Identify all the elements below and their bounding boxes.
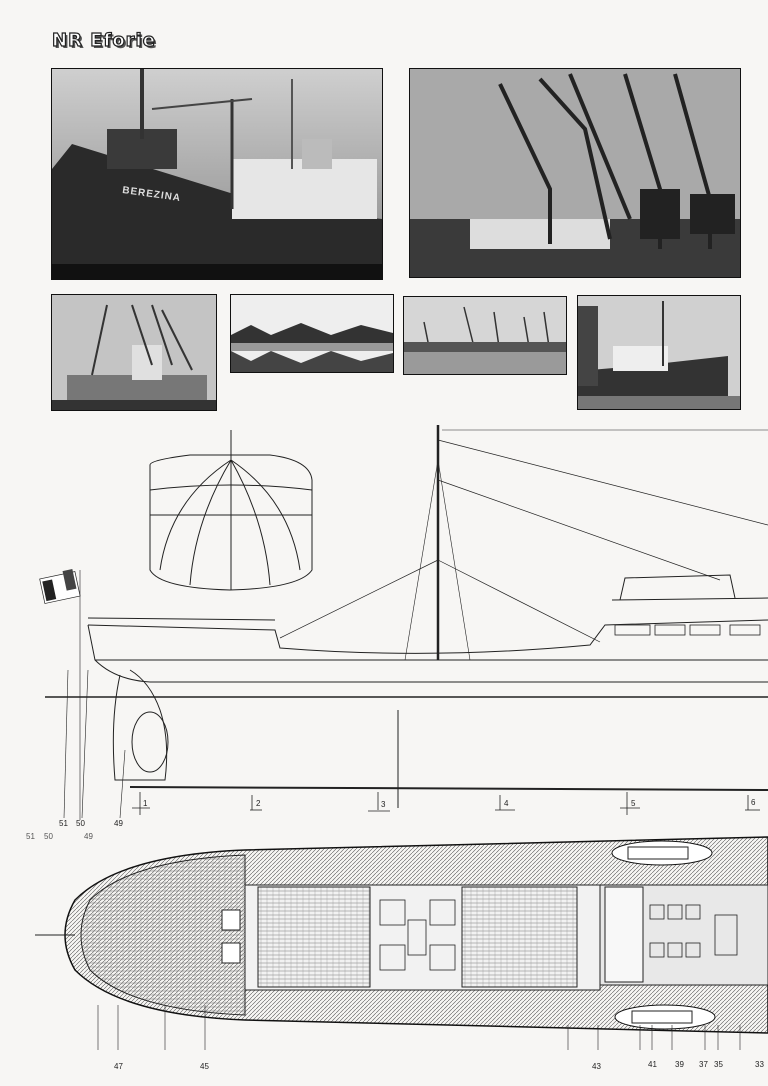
frame-label: 51 — [59, 819, 68, 828]
flag-icon — [39, 569, 81, 604]
station-label: 6 — [751, 798, 756, 807]
station-label: 1 — [143, 799, 148, 808]
frame-label: 47 — [114, 1062, 123, 1071]
frame-label: 33 — [755, 1060, 764, 1069]
station-label: 3 — [381, 800, 386, 809]
frame-label: 45 — [200, 1062, 209, 1071]
ship-deck-plan — [35, 836, 768, 1050]
frame-label: 41 — [648, 1060, 657, 1069]
lifeboat — [614, 1004, 716, 1030]
frame-label: 43 — [592, 1062, 601, 1071]
frame-label: 50 — [44, 832, 53, 841]
photo-cranes-port — [409, 68, 741, 278]
station-label: 2 — [256, 799, 261, 808]
lifeboat — [611, 840, 713, 866]
page-title: NR Eforie — [51, 29, 156, 51]
station-label: 4 — [504, 799, 509, 808]
frame-label: 49 — [84, 832, 93, 841]
photo-ship-cranes-small — [51, 294, 217, 411]
body-plan — [149, 430, 313, 591]
photo-ship-reflection — [230, 294, 394, 373]
frame-label: 39 — [675, 1060, 684, 1069]
station-label: 5 — [631, 799, 636, 808]
frame-label: 37 — [699, 1060, 708, 1069]
ship-elevation-drawing — [39, 425, 768, 820]
frame-label: 35 — [714, 1060, 723, 1069]
photo-harbor-cranes — [403, 296, 567, 375]
frame-label: 51 — [26, 832, 35, 841]
photo-ship-quay — [577, 295, 741, 410]
frame-label: 50 — [76, 819, 85, 828]
photo-berezina-ship: BEREZINA — [51, 68, 383, 280]
frame-label: 49 — [114, 819, 123, 828]
